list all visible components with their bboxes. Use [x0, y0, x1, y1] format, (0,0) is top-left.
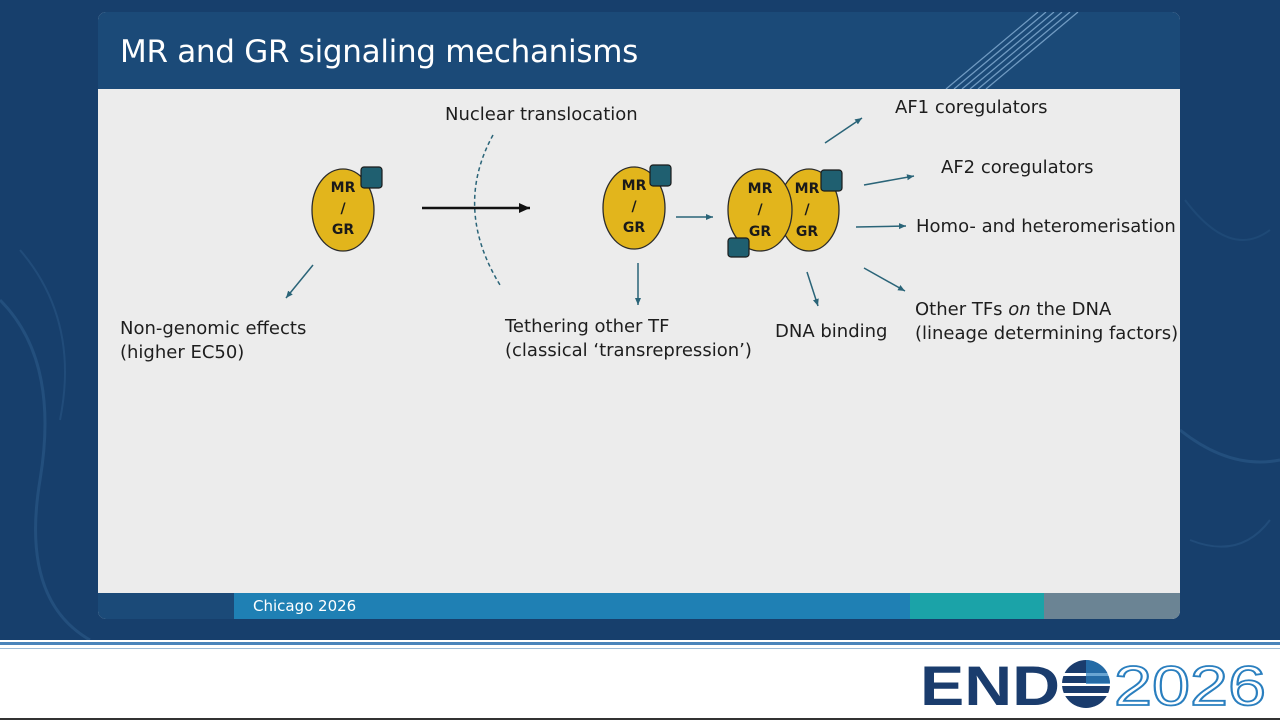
endo-logo: END 2026 — [920, 653, 1270, 720]
footer-segment-gray — [1044, 593, 1180, 619]
svg-text:/: / — [340, 201, 346, 217]
label-non-genomic-line1: Non-genomic effects — [120, 318, 307, 339]
title-bar: MR and GR signaling mechanisms — [98, 12, 1180, 89]
footer-segment-dark — [98, 593, 234, 619]
title-bar-stripes — [945, 12, 1079, 89]
label-af1-coregulators: AF1 coregulators — [895, 97, 1048, 118]
label-other-tfs-line2: (lineage determining factors) — [915, 323, 1179, 344]
globe-icon — [1062, 660, 1110, 708]
slide-footer: Chicago 2026 — [98, 593, 1180, 619]
label-dna-binding: DNA binding — [775, 321, 888, 342]
label-non-genomic-line2: (higher EC50) — [120, 342, 245, 363]
label-nuclear-translocation: Nuclear translocation — [445, 104, 638, 125]
label-tethering-line1: Tethering other TF — [505, 316, 670, 337]
label-other-tfs: Other TFs on the DNA (lineage determinin… — [915, 298, 1178, 346]
background-texture — [0, 199, 1280, 640]
svg-text:GR: GR — [623, 220, 645, 236]
svg-text:GR: GR — [749, 224, 771, 240]
receptor-nuclear-monomer: MR / GR — [602, 164, 672, 250]
arrow-af2 — [863, 174, 915, 186]
svg-text:END: END — [920, 655, 1060, 715]
label-tethering: Tethering other TF (classical ‘transrepr… — [505, 315, 752, 363]
footer-location: Chicago 2026 — [253, 597, 357, 615]
receptor-dimer-right: MR / GR — [778, 168, 843, 252]
slide-title: MR and GR signaling mechanisms — [120, 34, 638, 70]
svg-text:MR: MR — [331, 180, 356, 196]
svg-text:/: / — [804, 202, 810, 218]
label-af2-coregulators: AF2 coregulators — [941, 157, 1094, 178]
svg-text:MR: MR — [622, 178, 647, 194]
svg-text:GR: GR — [332, 222, 354, 238]
slide: MR and GR signaling mechanisms MR / GR M… — [98, 12, 1180, 619]
svg-text:GR: GR — [796, 224, 818, 240]
footer-segment-teal — [910, 593, 1044, 619]
svg-text:MR: MR — [748, 181, 773, 197]
arrow-non-genomic — [285, 264, 314, 299]
svg-text:/: / — [631, 199, 637, 215]
svg-text:MR: MR — [795, 181, 820, 197]
ligand-square — [727, 237, 750, 258]
label-tethering-line2: (classical ‘transrepression’) — [505, 340, 752, 361]
label-other-tfs-line1: Other TFs on the DNA — [915, 299, 1112, 320]
arrow-homo-hetero — [855, 223, 907, 230]
signaling-diagram: MR / GR MR / GR MR / GR MR / GR — [285, 117, 915, 307]
svg-text:2026: 2026 — [1114, 655, 1266, 715]
svg-text:/: / — [757, 202, 763, 218]
receptor-cytoplasmic: MR / GR — [311, 166, 383, 252]
label-homo-heteromerisation: Homo- and heteromerisation — [916, 216, 1176, 237]
arrow-af1 — [824, 117, 863, 144]
arrow-other-tfs — [863, 267, 906, 292]
receptor-dimer-left: MR / GR — [727, 168, 793, 258]
ligand-square — [649, 164, 672, 187]
footer-segment-blue — [234, 593, 910, 619]
label-non-genomic: Non-genomic effects (higher EC50) — [120, 317, 306, 365]
arrow-dna-binding — [806, 271, 819, 307]
ligand-square — [360, 166, 383, 189]
ligand-square — [820, 169, 843, 192]
endo-logo-mark: END 2026 — [920, 653, 1267, 718]
nuclear-envelope-arc — [473, 134, 501, 286]
